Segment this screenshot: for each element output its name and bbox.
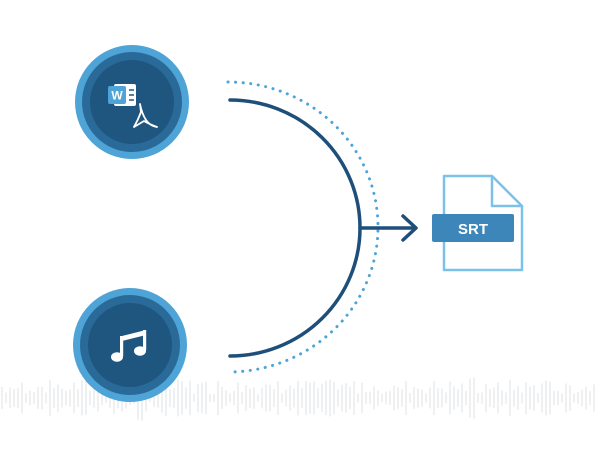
word-icon-letter: W <box>111 89 123 103</box>
waveform-background <box>1 375 595 421</box>
merge-arc <box>228 98 362 358</box>
word-icon: W <box>108 84 136 106</box>
arrow-head-icon <box>401 214 418 242</box>
audio-source-node <box>73 288 187 402</box>
dotted-arc <box>226 80 380 374</box>
srt-file-icon: SRT <box>432 174 524 272</box>
srt-badge-label: SRT <box>458 221 488 238</box>
document-source-node: W <box>75 45 189 159</box>
music-note-icon <box>111 330 147 362</box>
pdf-icon <box>133 103 158 128</box>
srt-badge <box>432 214 514 242</box>
